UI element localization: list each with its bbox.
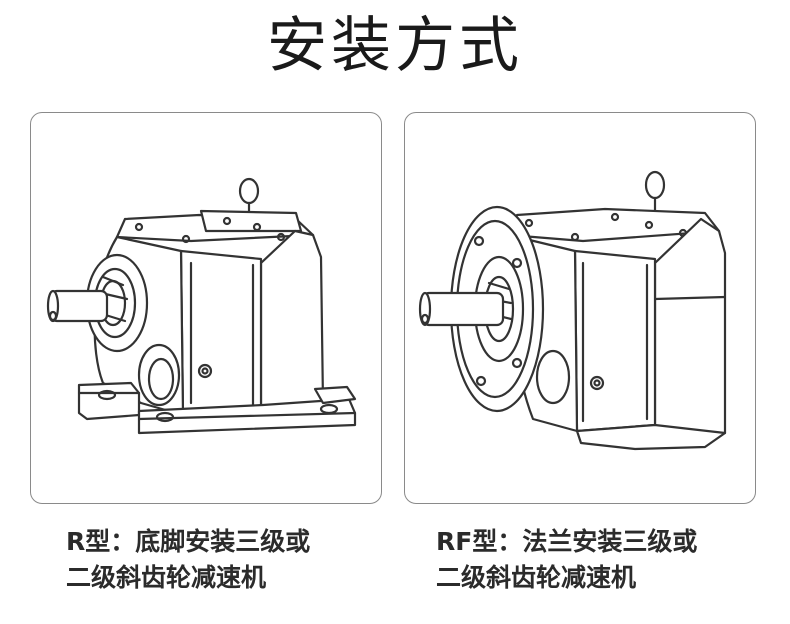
page-title: 安装方式 xyxy=(267,11,523,81)
r-type-description-2: 二级斜齿轮减速机 xyxy=(66,563,267,592)
foot-mounted-gear-reducer-icon xyxy=(46,177,357,435)
rf-type-description-2: 二级斜齿轮减速机 xyxy=(436,563,637,592)
r-type-description-1: 底脚安装三级或 xyxy=(135,527,311,556)
rf-type-model: RF型： xyxy=(436,527,523,556)
r-type-caption: R型：底脚安装三级或 二级斜齿轮减速机 xyxy=(66,524,426,596)
rf-type-card xyxy=(404,112,756,504)
r-type-model: R型： xyxy=(66,527,136,556)
r-type-line-1: R型：底脚安装三级或 xyxy=(66,524,426,560)
flange-mounted-gear-reducer-icon xyxy=(418,170,727,451)
r-type-card xyxy=(30,112,382,504)
rf-type-description-1: 法兰安装三级或 xyxy=(522,527,698,556)
rf-type-line-1: RF型：法兰安装三级或 xyxy=(436,524,790,560)
rf-type-caption: RF型：法兰安装三级或 二级斜齿轮减速机 xyxy=(436,524,790,596)
